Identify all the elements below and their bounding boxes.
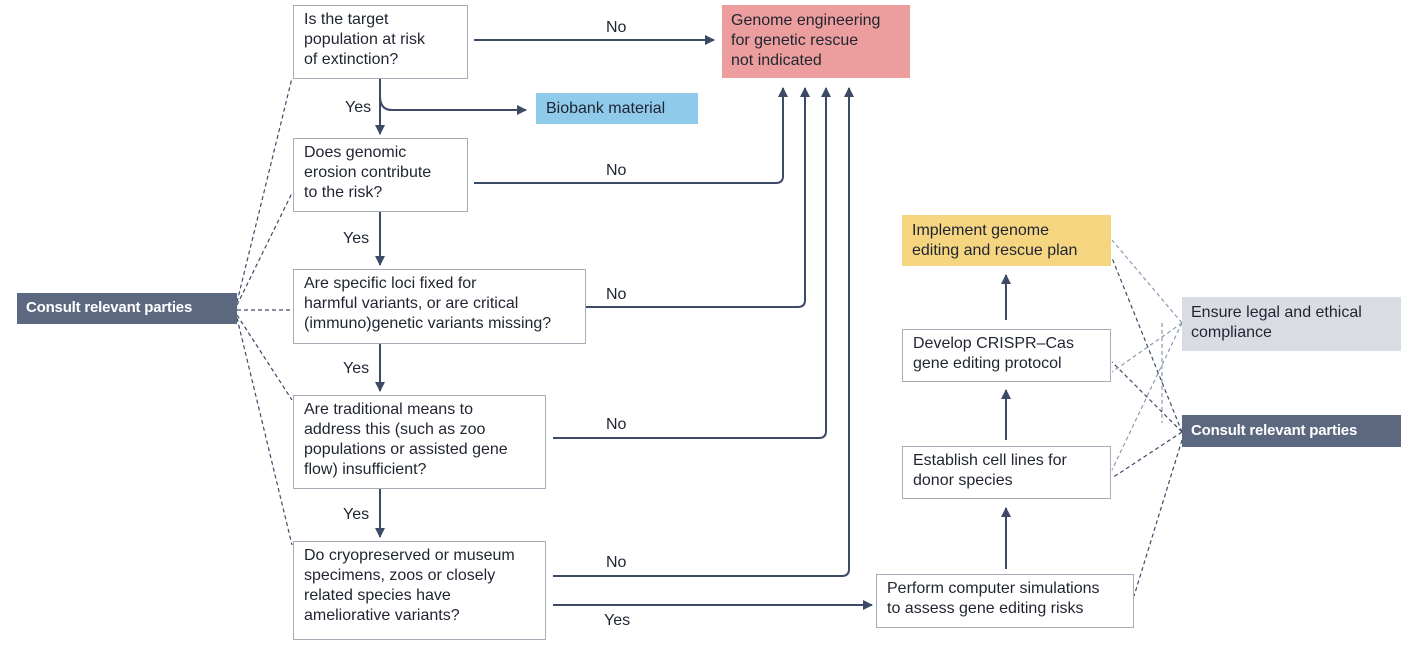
edge-label-yes: Yes xyxy=(343,360,370,377)
step-line: Establish cell lines for xyxy=(913,452,1067,469)
step-line: Perform computer simulations xyxy=(887,580,1100,597)
step-line: donor species xyxy=(913,472,1013,489)
question-line: of extinction? xyxy=(304,51,399,68)
edge-label-yes: Yes xyxy=(604,612,631,629)
question-line: population at risk xyxy=(304,31,425,48)
arrow-q3-no xyxy=(586,87,810,308)
question-line: erosion contribute xyxy=(304,164,432,181)
dash-legal-protocol xyxy=(1111,322,1183,373)
question-line: populations or assisted gene xyxy=(304,441,508,458)
outcome-not-indicated: Genome engineering for genetic rescue no… xyxy=(722,5,910,78)
step-line: editing and rescue plan xyxy=(912,242,1078,259)
edge-label-no: No xyxy=(606,416,627,433)
dash-rconsult-protocol xyxy=(1111,361,1183,433)
dash-legal-implement xyxy=(1111,239,1183,324)
outcome-line: Genome engineering xyxy=(731,12,881,29)
legal-line: Ensure legal and ethical xyxy=(1191,304,1362,321)
edge-label-yes: Yes xyxy=(343,230,370,247)
dash-consult-q2 xyxy=(236,192,293,306)
step-implement-plan: Implement genome editing and rescue plan xyxy=(902,215,1111,266)
question-line: to the risk? xyxy=(304,184,383,201)
step-line: gene editing protocol xyxy=(913,355,1062,372)
edge-label-no: No xyxy=(606,286,627,303)
consult-parties-right: Consult relevant parties xyxy=(1182,415,1401,447)
step-develop-protocol: Develop CRISPR–Cas gene editing protocol xyxy=(902,329,1111,382)
step-computer-simulations: Perform computer simulations to assess g… xyxy=(876,574,1134,628)
question-line: specimens, zoos or closely xyxy=(304,567,496,584)
edge-label-no: No xyxy=(606,19,627,36)
dash-rconsult-implement xyxy=(1111,257,1183,433)
legal-ethical-compliance: Ensure legal and ethical compliance xyxy=(1182,297,1401,351)
arrow-to-biobank xyxy=(379,95,527,115)
question-traditional-means: Are traditional means to address this (s… xyxy=(293,395,546,489)
step-establish-cell-lines: Establish cell lines for donor species xyxy=(902,446,1111,499)
arrow-q2-no xyxy=(474,87,788,184)
arrow-q4-no xyxy=(553,87,831,439)
consult-label: Consult relevant parties xyxy=(26,299,193,316)
question-line: Are traditional means to xyxy=(304,401,473,418)
consult-parties-left: Consult relevant parties xyxy=(17,293,237,324)
question-extinction-risk: Is the target population at risk of exti… xyxy=(293,5,468,79)
question-ameliorative-variants: Do cryopreserved or museum specimens, zo… xyxy=(293,541,546,640)
question-line: ameliorative variants? xyxy=(304,607,460,624)
question-line: Is the target xyxy=(304,11,389,28)
question-line: flow) insufficient? xyxy=(304,461,427,478)
step-line: Implement genome xyxy=(912,222,1049,239)
dash-rconsult-cells xyxy=(1111,431,1183,479)
outcome-line: for genetic rescue xyxy=(731,32,859,49)
edge-label-no: No xyxy=(606,554,627,571)
outcome-biobank: Biobank material xyxy=(536,93,698,124)
question-line: (immuno)genetic variants missing? xyxy=(304,315,552,332)
question-line: address this (such as zoo xyxy=(304,421,486,438)
consult-label: Consult relevant parties xyxy=(1191,422,1358,439)
dash-consult-q1 xyxy=(236,77,293,303)
question-loci-fixed: Are specific loci fixed for harmful vari… xyxy=(293,269,586,344)
outcome-line: not indicated xyxy=(731,52,822,69)
dash-consult-q4 xyxy=(236,314,293,401)
legal-line: compliance xyxy=(1191,324,1272,341)
step-line: Develop CRISPR–Cas xyxy=(913,335,1074,352)
question-line: harmful variants, or are critical xyxy=(304,295,519,312)
dash-rconsult-sim xyxy=(1133,439,1183,597)
edge-label-yes: Yes xyxy=(345,99,372,116)
dash-consult-q5 xyxy=(236,317,293,546)
arrow-q5-no xyxy=(553,87,854,577)
question-line: Are specific loci fixed for xyxy=(304,275,477,292)
edge-label-yes: Yes xyxy=(343,506,370,523)
question-line: Do cryopreserved or museum xyxy=(304,547,515,564)
question-line: Does genomic xyxy=(304,144,407,161)
dash-legal-cells xyxy=(1111,322,1183,471)
biobank-label: Biobank material xyxy=(546,100,666,117)
edge-label-no: No xyxy=(606,162,627,179)
step-line: to assess gene editing risks xyxy=(887,600,1084,617)
question-line: related species have xyxy=(304,587,451,604)
question-genomic-erosion: Does genomic erosion contribute to the r… xyxy=(293,138,468,212)
